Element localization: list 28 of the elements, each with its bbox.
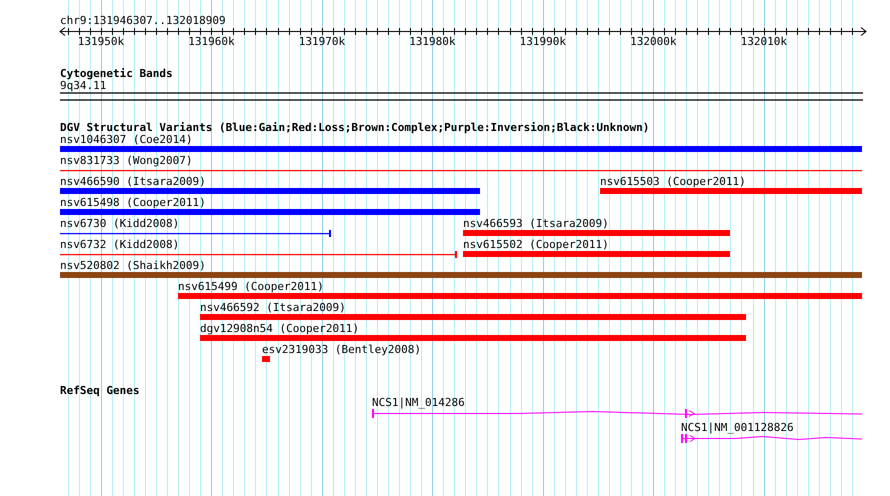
tick-label: 131960k [188, 36, 235, 48]
tick-label: 131990k [520, 36, 566, 48]
track-title: DGV Structural Variants (Blue:Gain;Red:Loss;Brown:Complex;Purple:Inversion;Black:Unknown) [60, 122, 650, 134]
variant-label: esv2319033 (Bentley2008) [262, 344, 421, 356]
track-title: RefSeq Genes [60, 385, 140, 397]
variant-label: nsv466593 (Itsara2009) [463, 218, 609, 230]
gene-label: NCS1|NM_014286 [372, 397, 465, 409]
variant-label: nsv6730 (Kidd2008) [60, 218, 180, 230]
variant-label: nsv615499 (Cooper2011) [178, 281, 324, 293]
variant-label: nsv1046307 (Coe2014) [60, 134, 192, 146]
tick-label: 131970k [298, 36, 346, 48]
variant-label: dgv12908n54 (Cooper2011) [200, 323, 359, 335]
tick-label: 131980k [409, 36, 456, 48]
band-label: 9q34.11 [60, 80, 106, 92]
tick-label: 131950k [78, 36, 124, 48]
variant-label: nsv615502 (Cooper2011) [463, 239, 609, 251]
variant-label: nsv520802 (Shaikh2009) [60, 260, 206, 272]
locus-label: chr9:131946307..132018909 [60, 15, 226, 27]
variant-label: nsv615503 (Cooper2011) [600, 176, 746, 188]
variant-label: nsv6732 (Kidd2008) [60, 239, 180, 251]
variant-label: nsv466592 (Itsara2009) [200, 302, 346, 314]
variant-label: nsv831733 (Wong2007) [60, 155, 192, 167]
variant-label: nsv466590 (Itsara2009) [60, 176, 206, 188]
tick-label: 132000k [630, 36, 676, 48]
variant-label: nsv615498 (Cooper2011) [60, 197, 206, 209]
track-title: Cytogenetic Bands [60, 68, 173, 80]
tick-label: 132010k [740, 36, 787, 48]
gene-label: NCS1|NM_001128826 [681, 422, 794, 434]
